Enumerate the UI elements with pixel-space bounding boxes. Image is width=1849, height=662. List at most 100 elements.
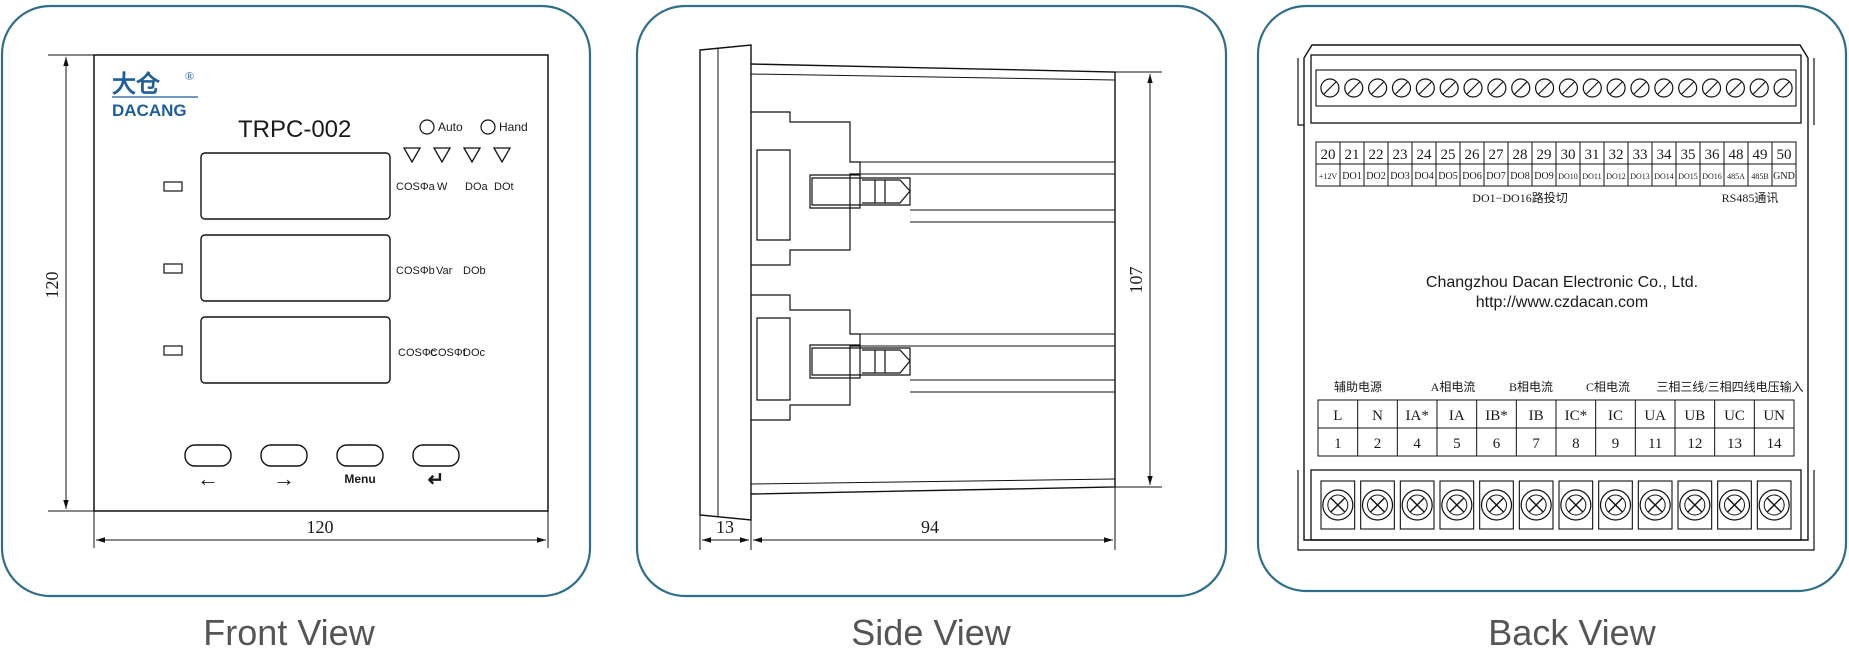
terminal-number: 2 — [1374, 436, 1382, 452]
led-indicator-icon — [163, 181, 183, 192]
label-doa: DOa — [465, 181, 489, 193]
phase-a-group-label: A相电流 — [1431, 380, 1476, 394]
terminal-housing — [1439, 480, 1475, 530]
terminal-housing — [1598, 480, 1633, 530]
terminal-number: 33 — [1633, 147, 1648, 163]
terminal-label: IB* — [1485, 408, 1508, 424]
terminal-screw-icon — [1344, 78, 1364, 98]
side-height-label: 107 — [1126, 267, 1146, 294]
terminal-housing — [1637, 480, 1673, 530]
terminal-number: 1 — [1334, 436, 1342, 452]
terminal-housing — [1320, 480, 1356, 530]
led-indicator-icon — [163, 345, 183, 356]
terminal-number: 6 — [1493, 436, 1501, 452]
terminal-label: DO10 — [1558, 172, 1578, 181]
terminal-number: 12 — [1687, 436, 1702, 452]
label-cos-b: COSΦb — [396, 265, 435, 277]
voltage-input-group-label: 三相三线/三相四线电压输入 — [1656, 379, 1803, 394]
terminal-label: DO12 — [1606, 172, 1626, 181]
right-arrow-icon: → — [273, 466, 295, 491]
label-cos-t: COSΦt — [430, 347, 466, 359]
terminal-number: 29 — [1537, 147, 1552, 163]
terminal-screw-icon — [1678, 78, 1698, 98]
terminal-number: 30 — [1561, 147, 1576, 163]
terminal-number: 11 — [1648, 436, 1662, 452]
terminal-number: 23 — [1393, 147, 1408, 163]
side-view-frame — [635, 4, 1228, 598]
terminal-label: UC — [1724, 408, 1745, 424]
menu-button[interactable] — [336, 444, 384, 467]
phase-b-group-label: B相电流 — [1509, 380, 1553, 394]
terminal-label: DO2 — [1366, 171, 1385, 182]
terminal-label: DO3 — [1390, 171, 1409, 182]
bottom-screw-row — [1320, 480, 1792, 530]
front-height-label: 120 — [42, 272, 62, 299]
terminal-label: DO5 — [1438, 171, 1457, 182]
terminal-screw-icon — [1679, 489, 1711, 521]
bottom-terminal-block — [1310, 469, 1802, 541]
terminal-screw-icon — [1480, 489, 1513, 521]
terminal-number: 8 — [1572, 436, 1580, 452]
left-button[interactable] — [184, 444, 232, 467]
back-housing — [1303, 44, 1809, 541]
side-depth-label: 94 — [921, 517, 939, 537]
terminal-label: 485B — [1751, 172, 1768, 181]
menu-button-label: Menu — [344, 472, 375, 486]
rs485-group-label: RS485通讯 — [1722, 191, 1779, 205]
terminal-screw-icon — [1749, 78, 1769, 98]
auto-indicator-icon — [419, 119, 435, 135]
terminal-housing — [1677, 480, 1713, 530]
terminal-housing — [1518, 480, 1554, 530]
do-group-label: DO1−DO16路投切 — [1472, 190, 1567, 205]
label-w: W — [437, 181, 448, 193]
terminal-label: DO15 — [1678, 172, 1698, 181]
terminal-number: 27 — [1489, 147, 1505, 163]
terminal-number: 24 — [1417, 147, 1433, 163]
terminal-screw-icon — [1773, 78, 1793, 98]
display-window-3 — [200, 316, 391, 384]
housing-body — [750, 63, 1116, 495]
terminal-screw-icon — [1511, 78, 1531, 98]
terminal-label: 485A — [1727, 172, 1745, 181]
terminal-screw-icon — [1487, 78, 1507, 98]
back-view-caption: Back View — [1488, 612, 1656, 653]
back-view-frame — [1256, 4, 1848, 593]
terminal-screw-icon — [1439, 78, 1459, 98]
terminal-number: 5 — [1453, 436, 1461, 452]
terminal-screw-icon — [1368, 78, 1388, 98]
terminal-label: DO11 — [1582, 172, 1601, 181]
terminal-housing — [1558, 480, 1594, 530]
terminal-label: IB — [1529, 408, 1544, 424]
terminal-screw-icon — [1758, 489, 1790, 521]
display-window-1 — [200, 152, 391, 220]
enter-button[interactable] — [412, 444, 460, 467]
triangle-indicator-icon — [492, 147, 512, 164]
terminal-number: 32 — [1609, 147, 1624, 163]
label-cos-c: COSΦc — [398, 347, 437, 359]
terminal-screw-icon — [1630, 78, 1650, 98]
label-dob: DOb — [463, 265, 486, 277]
terminal-label: DO6 — [1462, 171, 1481, 182]
mode-auto-label: Auto — [438, 120, 463, 134]
terminal-housing — [1360, 480, 1395, 530]
terminal-screw-icon — [1560, 489, 1592, 521]
terminal-label: UB — [1684, 408, 1705, 424]
terminal-screw-icon — [1718, 489, 1751, 521]
terminal-screw-icon — [1582, 78, 1602, 98]
terminal-number: 13 — [1727, 436, 1742, 452]
right-button[interactable] — [260, 444, 308, 467]
model-name: TRPC-002 — [238, 116, 351, 143]
terminal-number: 50 — [1777, 147, 1792, 163]
terminal-number: 28 — [1513, 147, 1528, 163]
terminal-label: IA — [1449, 408, 1465, 424]
terminal-label: IA* — [1406, 408, 1429, 424]
terminal-number: 9 — [1612, 436, 1620, 452]
triangle-indicator-icon — [462, 147, 482, 164]
terminal-label: IC — [1608, 408, 1623, 424]
terminal-label: DO4 — [1414, 171, 1433, 182]
terminal-label: DO9 — [1534, 171, 1553, 182]
terminal-screw-icon — [1639, 489, 1671, 521]
terminal-label: DO7 — [1486, 171, 1505, 182]
